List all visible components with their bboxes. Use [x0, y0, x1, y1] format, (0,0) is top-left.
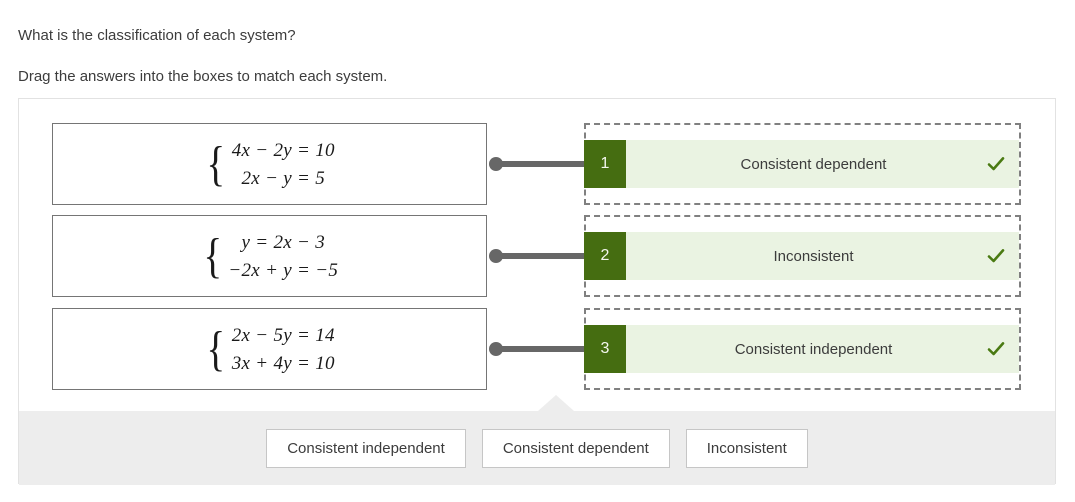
tile-answer-label: Consistent independent	[734, 340, 893, 358]
answer-bank-option-2[interactable]: Consistent dependent	[481, 428, 670, 468]
answer-bank-option-3[interactable]: Inconsistent	[685, 428, 808, 468]
drop-zone-3[interactable]: 3 Consistent independent	[584, 308, 1021, 390]
system-card-2: { y = 2x − 3 −2x + y = −5	[52, 215, 487, 297]
page-title: What is the classification of each syste…	[18, 27, 296, 44]
connector-knob-left	[489, 157, 503, 171]
tray-caret-icon	[538, 395, 574, 411]
check-icon	[987, 157, 1005, 171]
left-brace-icon: {	[203, 228, 223, 284]
left-brace-icon: {	[206, 321, 226, 377]
equation-line: y = 2x − 3	[241, 231, 326, 253]
answer-tile-3[interactable]: 3 Consistent independent	[584, 325, 1019, 373]
match-row: { 4x − 2y = 10 2x − y = 5 1 Consistent d…	[19, 123, 1055, 205]
matching-area: { 4x − 2y = 10 2x − y = 5 1 Consistent d…	[19, 99, 1055, 411]
check-icon	[987, 342, 1005, 356]
drop-zone-1[interactable]: 1 Consistent dependent	[584, 123, 1021, 205]
equation-line: 3x + 4y = 10	[231, 352, 335, 374]
check-icon	[987, 249, 1005, 263]
prompt-area: What is the classification of each syste…	[0, 0, 1075, 87]
equation-lines: 4x − 2y = 10 2x − y = 5	[232, 140, 335, 189]
instruction-text: Drag the answers into the boxes to match…	[18, 68, 388, 85]
left-brace-icon: {	[206, 136, 226, 192]
drop-zone-2[interactable]: 2 Inconsistent	[584, 215, 1021, 297]
equation-lines: 2x − 5y = 14 3x + 4y = 10	[232, 325, 335, 374]
match-row: { y = 2x − 3 −2x + y = −5 2 Inconsistent	[19, 215, 1055, 297]
tile-number-badge: 2	[584, 232, 626, 280]
answer-tile-2[interactable]: 2 Inconsistent	[584, 232, 1019, 280]
connector-knob-left	[489, 249, 503, 263]
system-card-3: { 2x − 5y = 14 3x + 4y = 10	[52, 308, 487, 390]
tile-answer-label: Inconsistent	[773, 247, 854, 265]
tile-number-badge: 3	[584, 325, 626, 373]
connector-bar	[497, 346, 596, 352]
equation-line: 2x − 5y = 14	[231, 324, 335, 346]
equation-line: 4x − 2y = 10	[231, 139, 335, 161]
answer-bank-tray: Consistent independent Consistent depend…	[19, 411, 1055, 485]
equation-line: 2x − y = 5	[241, 167, 326, 189]
system-card-1: { 4x − 2y = 10 2x − y = 5	[52, 123, 487, 205]
connector-knob-left	[489, 342, 503, 356]
tile-number-badge: 1	[584, 140, 626, 188]
equation-line: −2x + y = −5	[228, 259, 339, 281]
connector-bar	[497, 161, 596, 167]
activity-panel: { 4x − 2y = 10 2x − y = 5 1 Consistent d…	[18, 98, 1056, 485]
answer-bank-option-1[interactable]: Consistent independent	[266, 428, 466, 468]
system-math: { 4x − 2y = 10 2x − y = 5	[204, 136, 335, 192]
tile-answer-label: Consistent dependent	[740, 155, 887, 173]
connector-bar	[497, 253, 596, 259]
answer-tile-1[interactable]: 1 Consistent dependent	[584, 140, 1019, 188]
system-math: { 2x − 5y = 14 3x + 4y = 10	[204, 321, 335, 377]
system-math: { y = 2x − 3 −2x + y = −5	[201, 228, 338, 284]
equation-lines: y = 2x − 3 −2x + y = −5	[228, 232, 338, 281]
match-row: { 2x − 5y = 14 3x + 4y = 10 3 Consistent…	[19, 308, 1055, 390]
